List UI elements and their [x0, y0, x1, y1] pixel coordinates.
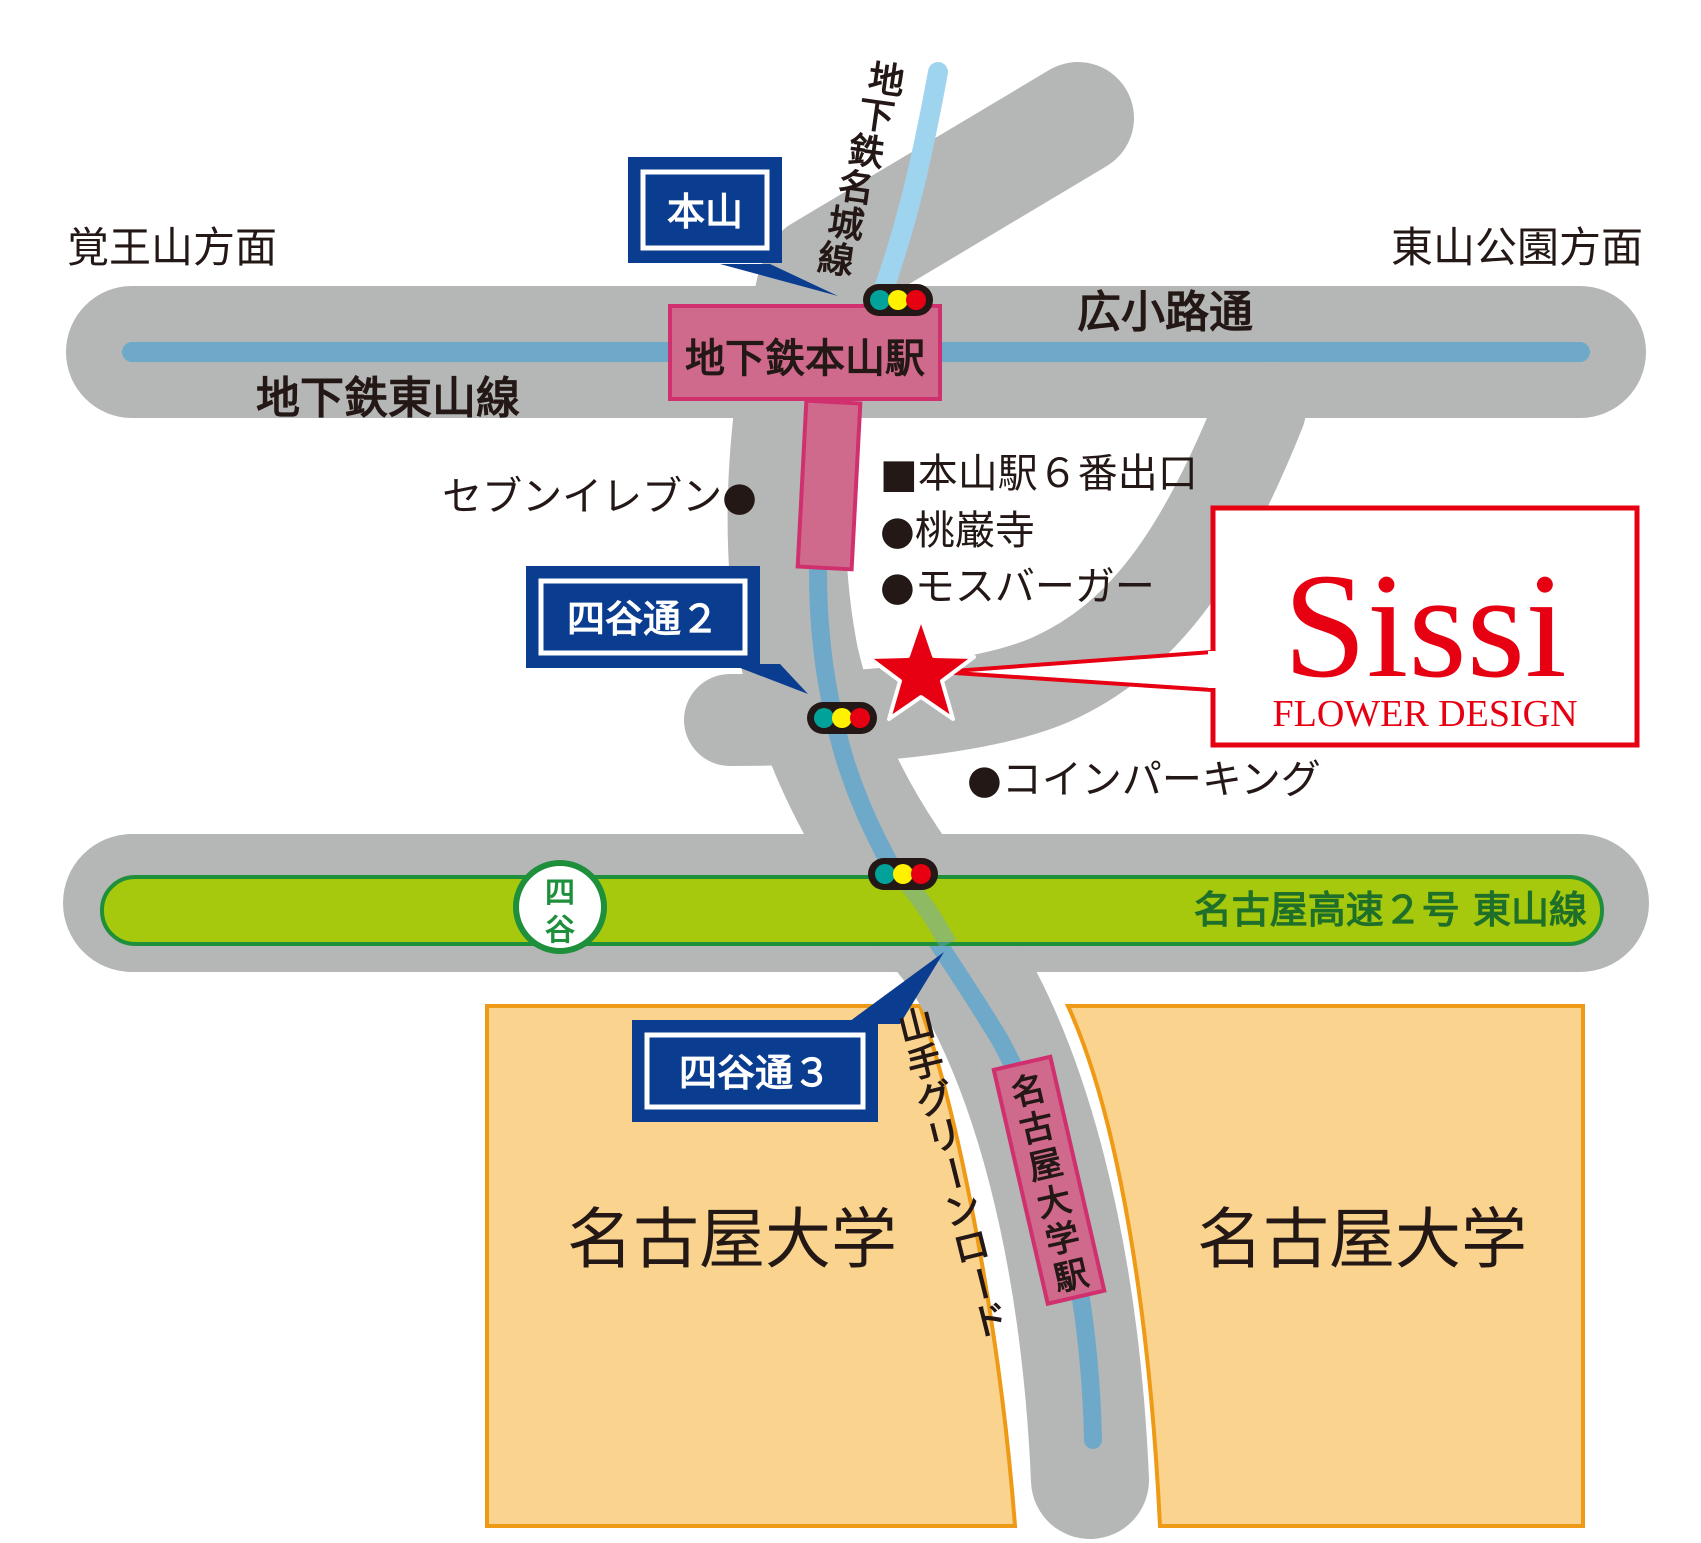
expressway-band	[100, 875, 1604, 946]
campus-label-west: 名古屋大学	[567, 1201, 897, 1278]
svg-text:城: 城	[825, 202, 866, 248]
shop-sign: Sissi FLOWER DESIGN	[1208, 505, 1640, 748]
landmark-exit6: ■本山駅６番出口	[880, 451, 1198, 497]
road-label-hirokoji: 広小路通	[1077, 287, 1253, 338]
ramp-yotsuya-char-1: 四	[545, 876, 575, 911]
campus-east	[1064, 1004, 1585, 1528]
traffic-light-motoyama	[863, 284, 933, 316]
landmark-parking: ●コインパーキング	[967, 757, 1321, 803]
ramp-yotsuya: 四 谷	[513, 860, 607, 954]
landmark-seven-eleven: セブンイレブン●	[442, 474, 757, 520]
line-label-meijo: 地 下 鉄 名 城 線	[815, 58, 907, 284]
shop-name: Sissi	[1283, 543, 1567, 709]
callout-motoyama-label: 本山	[667, 190, 743, 234]
campus-label-east: 名古屋大学	[1197, 1201, 1527, 1278]
campus-west	[485, 1004, 1018, 1528]
subway-meijo-line	[870, 62, 948, 310]
landmark-temple: ●桃巌寺	[880, 508, 1035, 554]
svg-text:線: 線	[815, 238, 856, 284]
callout-motoyama: 本山	[628, 157, 838, 296]
landmark-mos: ●モスバーガー	[880, 564, 1155, 610]
road-label-expressway: 名古屋高速２号 東山線	[1194, 888, 1587, 932]
callout-yotsuya2: 四谷通２	[526, 566, 808, 694]
shop-star-icon	[866, 616, 976, 721]
callout-yotsuya3-label: 四谷通３	[679, 1051, 831, 1095]
line-label-higashiyama: 地下鉄東山線	[256, 373, 520, 424]
svg-text:鉄: 鉄	[845, 130, 886, 176]
traffic-light-expressway	[868, 858, 938, 890]
station-motoyama-label: 地下鉄本山駅	[685, 336, 925, 382]
direction-east: 東山公園方面	[1391, 223, 1643, 272]
ramp-yotsuya-char-2: 谷	[545, 913, 575, 948]
traffic-light-yotsuya2	[807, 702, 877, 734]
svg-text:名: 名	[835, 166, 876, 212]
shop-tagline: FLOWER DESIGN	[1272, 693, 1577, 735]
road-diagonal-northeast	[764, 62, 1134, 328]
station-motoyama	[668, 304, 942, 572]
direction-west: 覚王山方面	[67, 223, 277, 272]
svg-text:地: 地	[866, 58, 907, 104]
svg-text:下: 下	[856, 94, 897, 140]
callout-yotsuya2-label: 四谷通２	[567, 597, 719, 641]
callout-yotsuya3: 四谷通３	[632, 952, 944, 1122]
